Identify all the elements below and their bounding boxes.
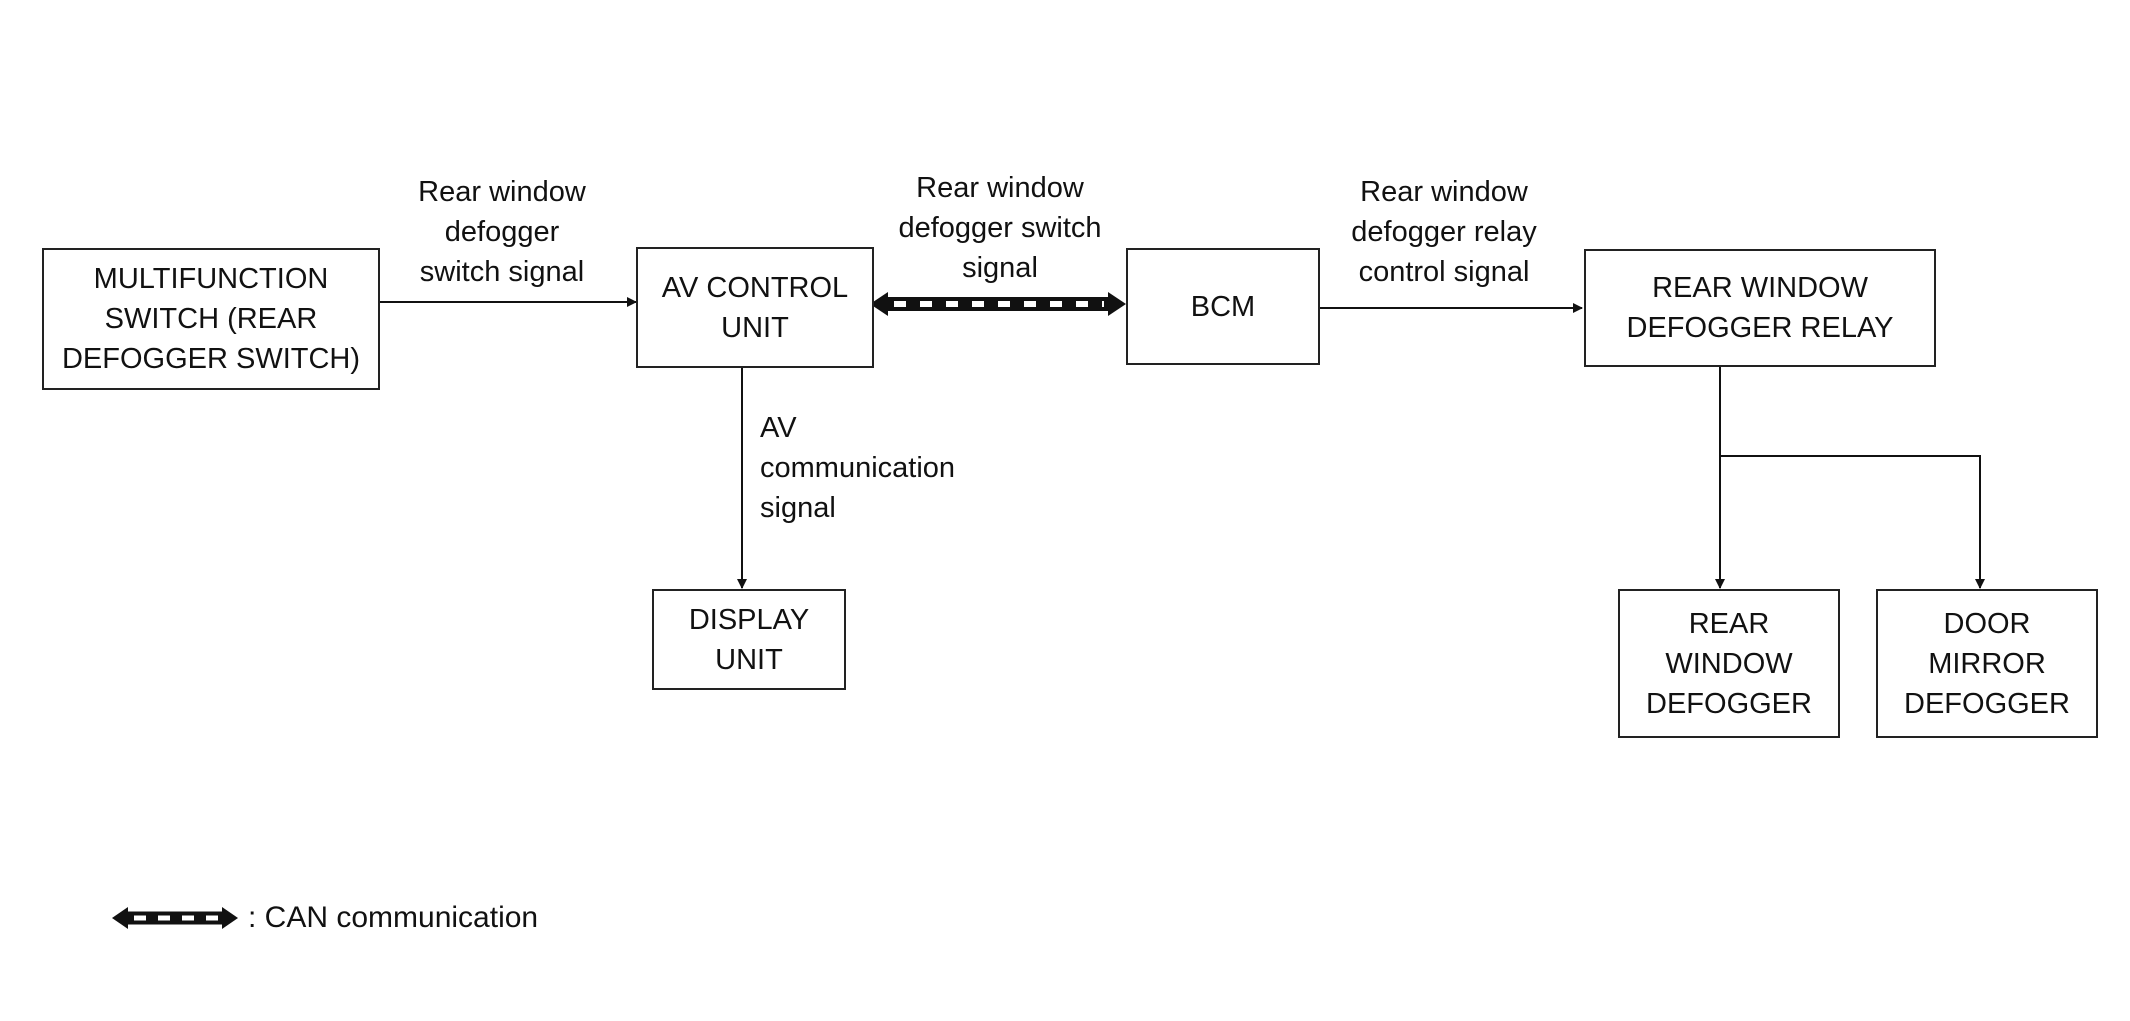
bcm-box: BCM <box>1126 248 1320 365</box>
signal-label-av-to-bcm: Rear window defogger switch signal <box>898 172 1102 284</box>
multifunction-switch-box: MULTIFUNCTION SWITCH (REAR DEFOGGER SWIT… <box>42 248 380 390</box>
can-arrowhead-right <box>1108 292 1126 316</box>
rear-window-defogger-relay-box: REAR WINDOW DEFOGGER RELAY <box>1584 249 1936 367</box>
arrow-relay-to-mirror-defogger <box>1720 455 1985 589</box>
legend-arrowhead-left <box>112 907 128 929</box>
legend-can-communication-label: : CAN communication <box>248 901 539 934</box>
signal-label-bcm-to-relay: Rear window defogger relay control signa… <box>1351 176 1537 288</box>
legend-can-symbol <box>112 907 238 929</box>
signal-label-switch-to-av: Rear window defogger switch signal <box>418 176 586 288</box>
can-arrowhead-left <box>870 292 888 316</box>
legend-arrowhead-right <box>222 907 238 929</box>
can-bus-av-bcm <box>870 292 1126 316</box>
rear-window-defogger-box: REAR WINDOW DEFOGGER <box>1618 589 1840 738</box>
door-mirror-defogger-box: DOOR MIRROR DEFOGGER <box>1876 589 2098 738</box>
display-unit-box: DISPLAY UNIT <box>652 589 846 690</box>
signal-label-av-to-display: AV communication signal <box>760 412 956 524</box>
av-control-unit-box: AV CONTROL UNIT <box>636 247 874 368</box>
